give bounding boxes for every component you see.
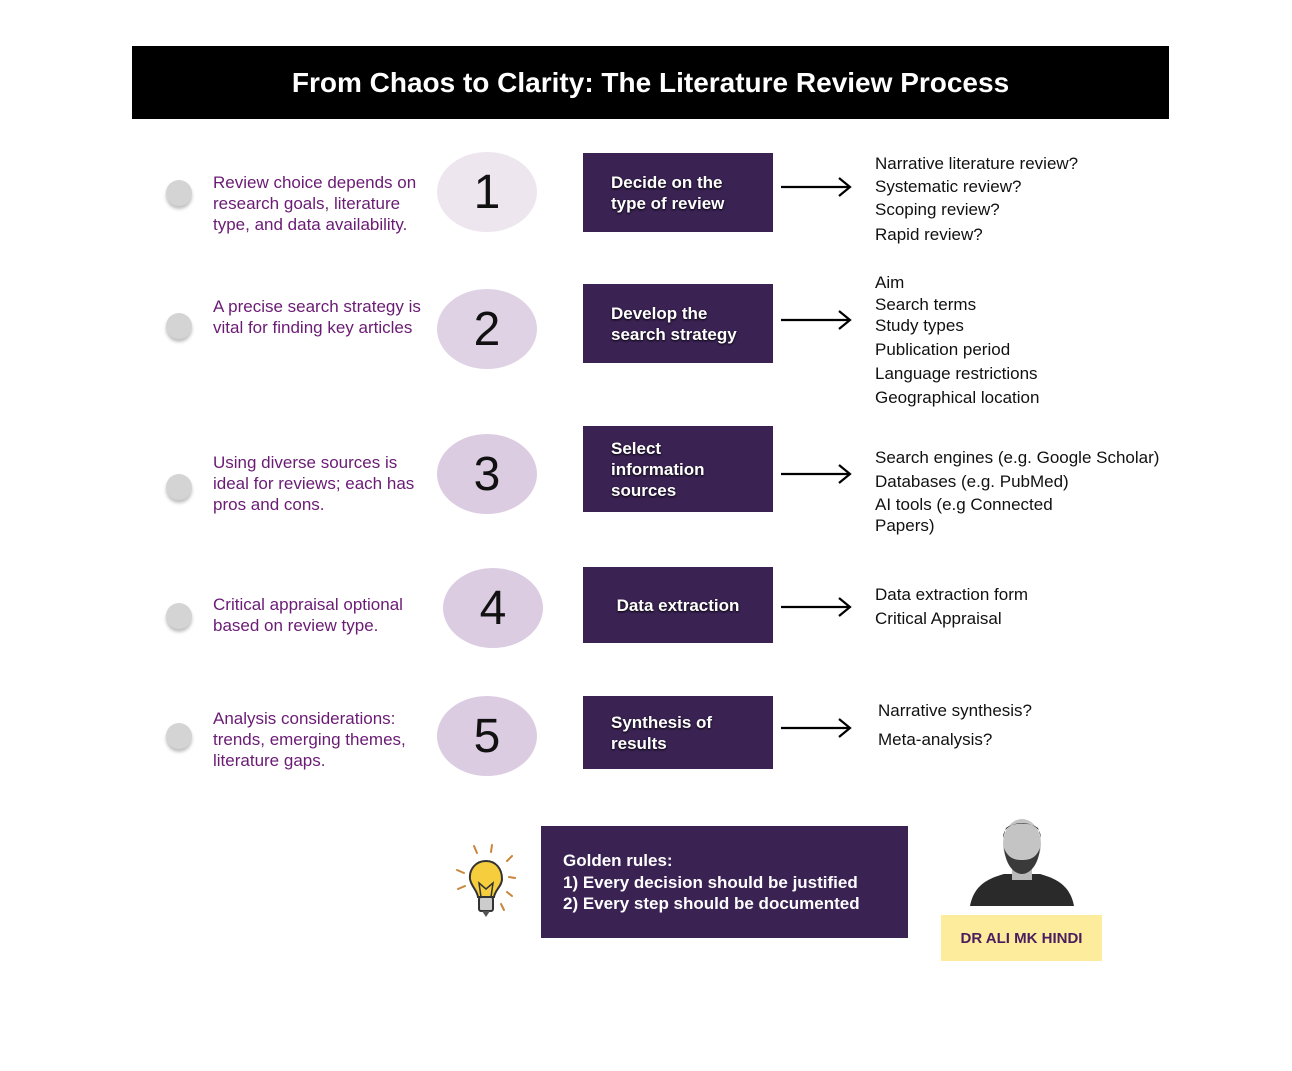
detail-item: Rapid review? <box>875 225 983 244</box>
bullet-dot <box>166 603 192 629</box>
step-label: Data extraction <box>616 595 740 615</box>
step-details: Narrative literature review? Systematic r… <box>875 152 1078 247</box>
bullet-dot <box>166 723 192 749</box>
step-number: 5 <box>437 696 537 776</box>
bullet-dot <box>166 313 192 339</box>
detail-item: Scoping review? <box>875 200 1000 219</box>
step-note: A precise search strategy is vital for f… <box>213 297 421 337</box>
detail-item: Narrative literature review? <box>875 154 1079 173</box>
golden-rules-heading: Golden rules: <box>563 851 673 870</box>
bullet-dot <box>166 180 192 206</box>
arrow-right-icon <box>781 177 852 197</box>
bullet-dot <box>166 474 192 500</box>
arrow-right-icon <box>781 464 852 484</box>
golden-rule: 2) Every step should be documented <box>563 894 860 913</box>
golden-rules-box: Golden rules: 1) Every decision should b… <box>541 826 908 938</box>
author-name: DR ALI MK HINDI <box>941 915 1102 961</box>
detail-item: Search terms <box>875 295 977 314</box>
detail-item: Search engines (e.g. Google Scholar) <box>875 448 1160 467</box>
step-box: Develop the search strategy <box>583 284 773 363</box>
author-photo <box>970 819 1074 906</box>
page-title: From Chaos to Clarity: The Literature Re… <box>132 46 1169 119</box>
detail-item: AI tools (e.g Connected Papers) <box>875 495 1053 535</box>
detail-item: Language restrictions <box>875 364 1038 383</box>
lightbulb-icon <box>456 844 516 917</box>
step-details: Search engines (e.g. Google Scholar) Data… <box>875 446 1159 536</box>
detail-item: Critical Appraisal <box>875 609 1002 628</box>
step-box: Data extraction <box>583 567 773 643</box>
arrow-right-icon <box>781 310 852 330</box>
detail-item: Systematic review? <box>875 177 1022 196</box>
detail-item: Databases (e.g. PubMed) <box>875 472 1069 491</box>
detail-item: Data extraction form <box>875 585 1029 604</box>
arrow-right-icon <box>781 597 852 617</box>
detail-item: Narrative synthesis? <box>878 701 1033 720</box>
step-number: 3 <box>437 434 537 514</box>
detail-item: Meta-analysis? <box>878 730 993 749</box>
step-box: Decide on the type of review <box>583 153 773 232</box>
step-details: Narrative synthesis? Meta-analysis? <box>878 696 1032 754</box>
golden-rule: 1) Every decision should be justified <box>563 872 858 892</box>
step-note: Review choice depends on research goals,… <box>213 173 417 234</box>
detail-item: Aim <box>875 273 905 292</box>
detail-item: Study types <box>875 316 964 335</box>
step-label: Develop the search strategy <box>611 303 737 344</box>
step-note: Analysis considerations: trends, emergin… <box>213 709 406 770</box>
step-label: Decide on the type of review <box>611 172 725 213</box>
detail-item: Geographical location <box>875 388 1040 407</box>
step-number: 1 <box>437 152 537 232</box>
step-box: Select information sources <box>583 426 773 512</box>
step-note: Using diverse sources is ideal for revie… <box>213 453 415 514</box>
step-number: 2 <box>437 289 537 369</box>
step-label: Synthesis of results <box>611 712 713 753</box>
step-number: 4 <box>443 568 543 648</box>
step-label: Select information sources <box>611 438 705 500</box>
detail-item: Publication period <box>875 340 1011 359</box>
step-note: Critical appraisal optional based on rev… <box>213 595 403 635</box>
step-box: Synthesis of results <box>583 696 773 769</box>
arrow-right-icon <box>781 718 852 738</box>
